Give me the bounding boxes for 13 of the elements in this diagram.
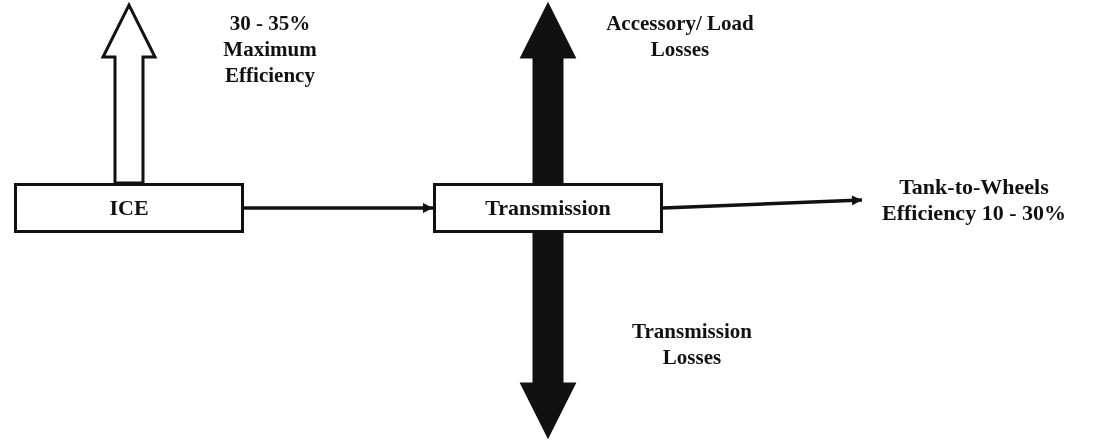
- box-text: ICE: [109, 195, 149, 221]
- hollow-arrow: [100, 1, 158, 185]
- arrow: [244, 203, 433, 213]
- block-arrow: [519, 1, 577, 185]
- edge-label: Transmission Losses: [631, 318, 753, 370]
- result-text: Tank-to-Wheels Efficiency 10 - 30%: [881, 174, 1067, 226]
- process-box: [433, 183, 663, 233]
- box-text: Transmission: [485, 195, 611, 221]
- edge-label: 30 - 35% Maximum Efficiency: [222, 10, 318, 88]
- block-arrow: [519, 231, 577, 440]
- process-box: [14, 183, 244, 233]
- arrow: [662, 195, 863, 210]
- edge-label: Accessory/ Load Losses: [605, 10, 755, 62]
